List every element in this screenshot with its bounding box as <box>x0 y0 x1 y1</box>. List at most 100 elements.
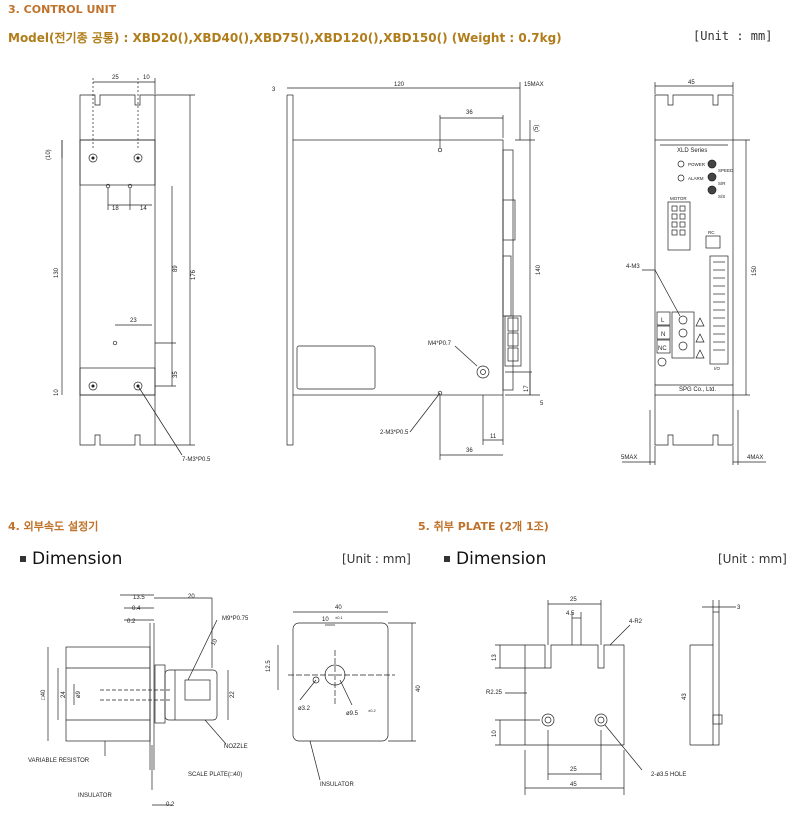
section3-title: 3. CONTROL UNIT <box>8 3 117 16</box>
dim-5-paren: (5) <box>534 125 540 132</box>
section3-unit: [Unit : mm] <box>693 29 773 43</box>
nozzle-label: NOZZLE <box>224 744 248 750</box>
dim-4-5: 4.5 <box>566 611 575 617</box>
section5-dimension-label: Dimension <box>456 549 547 569</box>
dim-sq40: □40 <box>41 689 47 700</box>
dim-45: 45 <box>688 80 695 86</box>
section4-unit: [Unit : mm] <box>342 552 411 566</box>
insulator-label: INSULATOR <box>78 793 112 799</box>
io-label: I/O <box>714 366 721 371</box>
r2-25-callout: R2.25 <box>486 690 503 696</box>
section4-dimension-label: Dimension <box>32 549 123 569</box>
io-connector <box>709 255 729 365</box>
insulator-plate-drawing: 40 10 ±0.1 12.5 40 ø3.2 ø9.5 ±0.2 INSULA… <box>266 605 422 788</box>
dim-5max: 5MAX <box>621 455 637 461</box>
section5-unit: [Unit : mm] <box>718 552 787 566</box>
dim-0-2-bottom: 0.2 <box>166 802 175 808</box>
dim-0-2: 0.2 <box>127 619 136 625</box>
insulator-label-2: INSULATOR <box>320 782 354 788</box>
alarm-led-label: ALARM <box>688 176 704 181</box>
dim-dia9: ø9 <box>76 690 82 698</box>
xld-series-label: XLD Series <box>677 148 707 154</box>
screw-callout: 7-M3*P0.5 <box>182 457 211 463</box>
dim-dia9-5: ø9.5 <box>346 711 359 717</box>
dim-15max: 15MAX <box>524 82 544 88</box>
motor-label: MOTOR <box>670 196 687 201</box>
dim-12-5: 12.5 <box>266 660 272 672</box>
dim-89: 89 <box>173 265 179 272</box>
hole-callout: 2-ø3.5 HOLE <box>651 772 686 778</box>
power-led-label: POWER <box>688 162 706 167</box>
variable-resistor-label: VARIABLE RESISTOR <box>28 758 90 764</box>
dim-14: 14 <box>140 206 147 212</box>
vr-knob <box>164 669 218 721</box>
m3-label: 4-M3 <box>626 264 640 270</box>
dim-10-top: 10 <box>143 75 150 81</box>
motor-connector <box>667 201 691 251</box>
model-line: Model(전기종 공통) : XBD20(),XBD40(),XBD75(),… <box>8 31 562 45</box>
dim-23: 23 <box>130 318 137 324</box>
side-body-outline <box>292 139 504 396</box>
dim-4max: 4MAX <box>747 455 763 461</box>
front-top-bracket <box>79 139 156 186</box>
dim-3-plate: 3 <box>737 605 741 611</box>
dim-dia3-2: ø3.2 <box>298 706 311 712</box>
mounting-plate-drawing: 25 4.5 4-R2 3 13 R2.25 43 10 25 45 2-ø3.… <box>486 597 741 795</box>
dim-13: 13 <box>492 654 498 661</box>
dim-10: 10 <box>211 638 220 647</box>
dim-22: 22 <box>230 691 236 698</box>
bullet-icon <box>20 556 26 562</box>
dim-3: 3 <box>272 87 276 93</box>
dim-10-plate: 10 <box>322 617 329 623</box>
section5-title: 5. 취부 PLATE (2개 1조) <box>418 520 549 533</box>
m9-callout: M9*P0.75 <box>222 616 249 622</box>
terminal-n: N <box>661 332 665 338</box>
control-unit-front-view: 25 10 (10) 18 14 130 89 176 23 35 10 7-M… <box>46 75 211 463</box>
dim-25: 25 <box>112 75 119 81</box>
section5-dimension-heading: Dimension <box>444 549 546 569</box>
dim-176: 176 <box>191 269 197 280</box>
control-unit-side-view: 3 120 15MAX 36 (5) 140 M4*P0.7 17 5 2-M3… <box>272 82 544 460</box>
brand-label: SPG Co., Ltd. <box>679 387 716 393</box>
control-unit-panel-view: XLD Series POWER ALARM SPEED S/R S/S MOT… <box>621 80 766 465</box>
scale-plate-label: SCALE PLATE(□40) <box>188 772 242 778</box>
dim-11: 11 <box>490 434 497 440</box>
dim-43: 43 <box>682 693 688 700</box>
dim-25-bottom: 25 <box>570 767 577 773</box>
dim-45-plate: 45 <box>570 782 577 788</box>
terminal-l: L <box>661 318 665 324</box>
m3-callout: 2-M3*P0.5 <box>380 430 409 436</box>
dim-10-plate-bottom: 10 <box>492 730 498 737</box>
dim-10-bottom: 10 <box>54 389 60 396</box>
bullet-icon <box>444 556 450 562</box>
speed-label: SPEED <box>718 168 734 173</box>
dim-40-vertical: 40 <box>416 685 422 692</box>
m4-callout: M4*P0.7 <box>428 341 452 347</box>
dim-10-side: (10) <box>46 149 52 160</box>
variable-resistor-drawing: 13.5 0.4 0.2 20 M9*P0.75 10 □40 24 ø9 22… <box>28 594 249 808</box>
dim-36-bottom: 36 <box>466 448 473 454</box>
tol-0-1: ±0.1 <box>335 615 344 620</box>
dim-25-top: 25 <box>570 597 577 603</box>
dim-130: 130 <box>54 267 60 278</box>
dim-36-top: 36 <box>466 110 473 116</box>
dim-18: 18 <box>112 206 119 212</box>
sr-label: S/R <box>718 181 726 186</box>
dim-0-4: 0.4 <box>132 606 141 612</box>
dim-120: 120 <box>394 82 405 88</box>
front-bottom-tabs <box>79 395 156 446</box>
front-body-outline <box>79 139 156 396</box>
dim-5: 5 <box>540 401 544 407</box>
section4-dimension-heading: Dimension <box>20 549 122 569</box>
section4-title: 4. 외부속도 설정기 <box>8 520 99 533</box>
dim-140: 140 <box>536 264 542 275</box>
front-bottom-bracket <box>79 367 156 396</box>
dim-20: 20 <box>188 594 195 600</box>
terminal-block <box>671 311 695 359</box>
terminal-nc: NC <box>658 346 667 352</box>
dim-13-5: 13.5 <box>133 595 145 601</box>
dim-17: 17 <box>524 385 530 392</box>
r2-callout: 4-R2 <box>629 619 643 625</box>
dim-40: 40 <box>335 605 342 611</box>
